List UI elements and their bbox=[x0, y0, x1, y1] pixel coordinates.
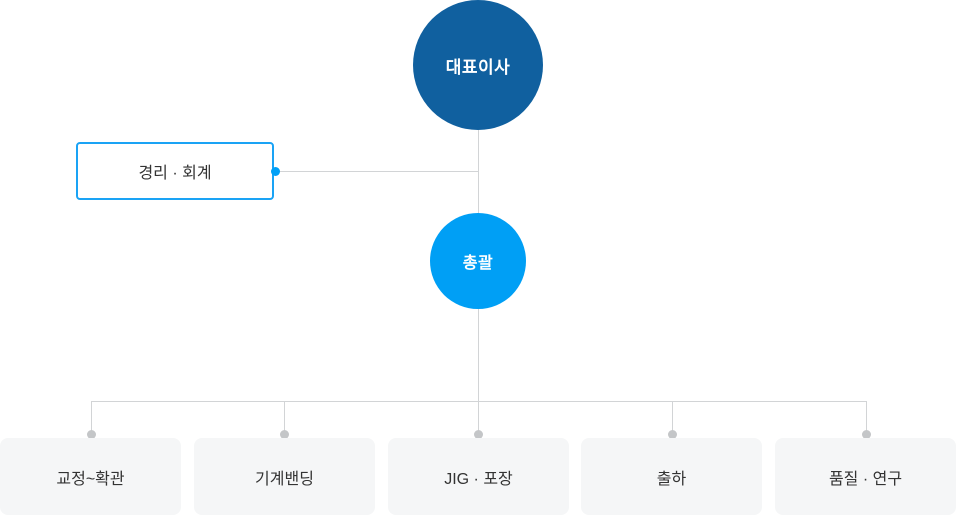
node-leaf-2[interactable]: 기계밴딩 bbox=[194, 438, 375, 515]
node-general-manager[interactable]: 총괄 bbox=[430, 213, 526, 309]
connector-drop-1 bbox=[91, 401, 92, 434]
connector-accounting-branch bbox=[275, 171, 479, 172]
node-accounting-label: 경리 · 회계 bbox=[138, 165, 212, 182]
node-leaf-1-label: 교정~확관 bbox=[56, 470, 125, 488]
node-general-manager-label: 총괄 bbox=[462, 255, 494, 272]
connector-bottom-bus bbox=[91, 401, 867, 402]
connector-drop-2 bbox=[284, 401, 285, 434]
node-leaf-2-label: 기계밴딩 bbox=[255, 470, 314, 488]
node-leaf-5-label: 품질 · 연구 bbox=[828, 470, 903, 488]
node-leaf-1[interactable]: 교정~확관 bbox=[0, 438, 181, 515]
node-accounting[interactable]: 경리 · 회계 bbox=[76, 142, 274, 200]
connector-dot-accounting bbox=[271, 167, 280, 176]
connector-ceo-to-general-manager bbox=[478, 130, 479, 214]
node-leaf-4-label: 출하 bbox=[656, 470, 687, 488]
node-leaf-5[interactable]: 품질 · 연구 bbox=[775, 438, 956, 515]
node-leaf-3-label: JIG · 포장 bbox=[444, 470, 513, 488]
node-ceo-label: 대표이사 bbox=[445, 57, 511, 77]
connector-drop-4 bbox=[672, 401, 673, 434]
connector-drop-5 bbox=[866, 401, 867, 434]
connector-dot-leaf-3 bbox=[474, 430, 483, 439]
connector-dot-leaf-2 bbox=[280, 430, 289, 439]
node-leaf-4[interactable]: 출하 bbox=[581, 438, 762, 515]
node-ceo[interactable]: 대표이사 bbox=[413, 0, 543, 130]
connector-general-manager-to-bus bbox=[478, 309, 479, 402]
connector-drop-3 bbox=[478, 401, 479, 434]
connector-dot-leaf-5 bbox=[862, 430, 871, 439]
node-leaf-3[interactable]: JIG · 포장 bbox=[388, 438, 569, 515]
connector-dot-leaf-4 bbox=[668, 430, 677, 439]
connector-dot-leaf-1 bbox=[87, 430, 96, 439]
